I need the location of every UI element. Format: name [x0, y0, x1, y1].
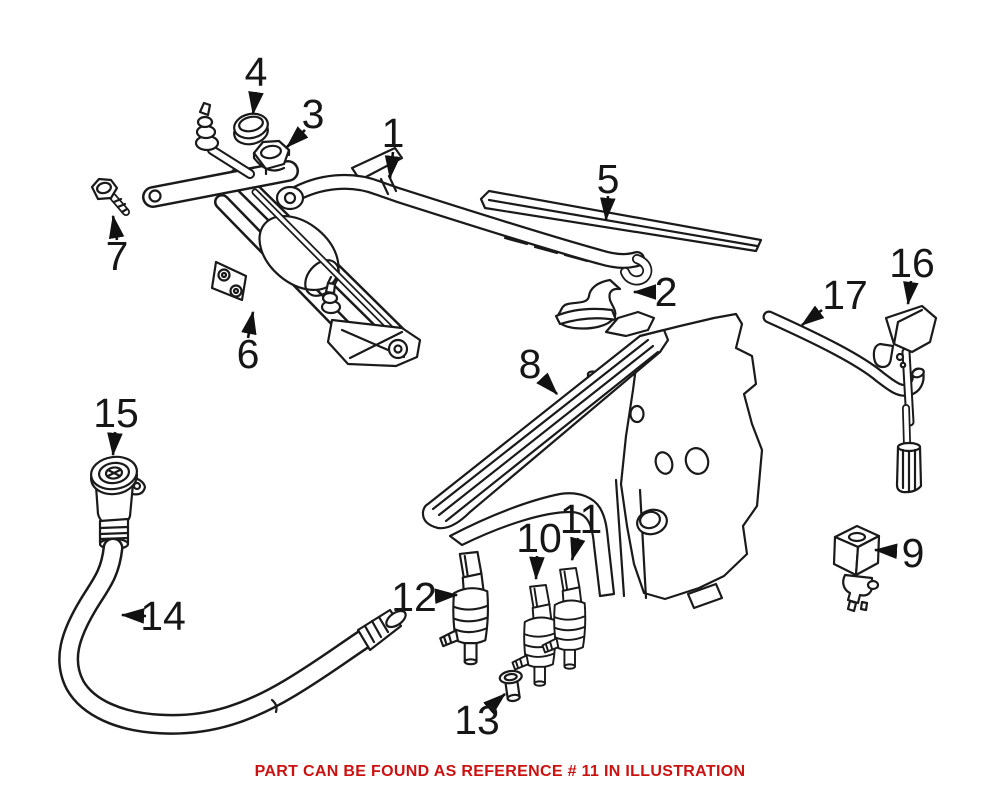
arrow-7: [108, 214, 125, 241]
arrow-3: [286, 126, 309, 148]
callout-10: 10: [516, 515, 562, 561]
wiper-motor-linkage-drawing: [142, 101, 422, 368]
cover-cap-drawing: [233, 112, 269, 146]
callout-8: 8: [519, 341, 542, 387]
callout-arrows: [107, 91, 919, 715]
arrow-6: [241, 310, 257, 339]
callout-17: 17: [822, 272, 868, 318]
arrow-5: [600, 195, 616, 222]
wiper-blade-insert-drawing: [479, 189, 763, 253]
arrow-10: [529, 555, 545, 581]
arrow-13: [483, 693, 506, 715]
callout-7: 7: [106, 233, 129, 279]
arrow-17: [800, 305, 825, 327]
arrow-1: [384, 151, 401, 180]
callout-1: 1: [382, 110, 405, 156]
wiper-arm-drawing: [275, 173, 653, 286]
hex-nut-drawing: [252, 139, 291, 176]
callout-4: 4: [245, 49, 268, 95]
callout-16: 16: [889, 240, 935, 286]
callout-6: 6: [237, 331, 260, 377]
callout-labels: 4 3 1 5 7 2 16 17 6 8 15 10 11 9 12 14 1…: [93, 49, 935, 743]
arrow-8: [536, 372, 558, 395]
callout-3: 3: [302, 91, 325, 137]
arrow-16: [903, 280, 919, 306]
callout-5: 5: [597, 156, 620, 202]
washer-pump-12-drawing: [439, 550, 490, 666]
arrow-9: [873, 543, 898, 560]
callout-13: 13: [454, 697, 500, 743]
filler-neck-drawing: [90, 455, 147, 551]
callout-11: 11: [560, 496, 603, 542]
arrow-4: [248, 91, 264, 116]
callout-9: 9: [902, 530, 925, 576]
washer-hose-drawing: [762, 310, 925, 397]
arrow-11: [570, 536, 586, 562]
callout-12: 12: [391, 574, 437, 620]
arrow-14: [120, 608, 147, 624]
washer-pump-10-drawing: [511, 584, 557, 687]
callout-15: 15: [93, 390, 139, 436]
bolt-drawing: [90, 177, 130, 216]
arrow-12: [434, 588, 459, 604]
callout-14: 14: [140, 593, 186, 639]
grommet-drawing: [498, 669, 523, 703]
callout-2: 2: [655, 269, 678, 315]
reference-caption: PART CAN BE FOUND AS REFERENCE # 11 IN I…: [254, 763, 746, 780]
washer-nozzle-drawing: [872, 304, 938, 494]
arrow-15: [107, 431, 123, 457]
filler-hose-drawing: [58, 537, 407, 735]
level-sensor-drawing: [832, 524, 881, 613]
washer-reservoir-drawing: [421, 307, 764, 610]
